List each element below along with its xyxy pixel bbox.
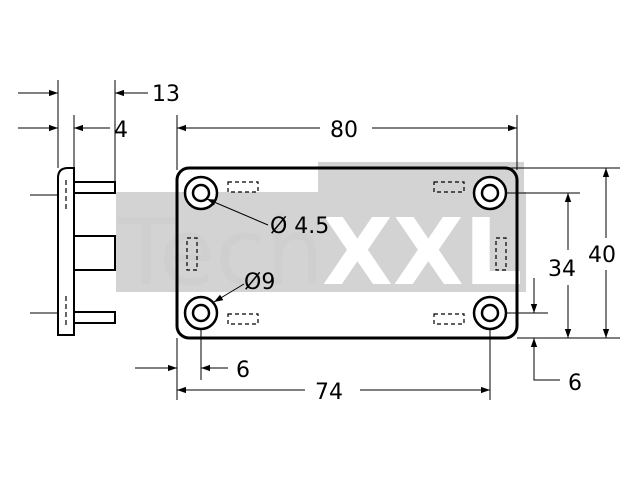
hole-top-left: [183, 175, 219, 211]
side-view: [30, 167, 116, 336]
dim-6y-bottom-arrow: [530, 338, 560, 381]
label-6-vertical: 6: [568, 371, 582, 396]
hole-top-right: [472, 175, 508, 211]
label-74: 74: [315, 380, 343, 405]
slot-top-right: [433, 181, 465, 193]
side-view-bottom-pin: [73, 311, 116, 324]
dimension-labels: 13 4 80 74 6 6 34 40 Ø 4.5 Ø9: [114, 82, 616, 405]
label-34: 34: [548, 257, 576, 282]
label-80: 80: [330, 118, 358, 143]
dimension-lines: [18, 80, 620, 400]
label-4: 4: [114, 118, 128, 143]
slot-bottom-left: [227, 313, 259, 325]
label-hole-large: Ø9: [244, 270, 275, 295]
watermark-prefix: Tech: [117, 199, 324, 306]
hidden-slots: [186, 181, 507, 325]
side-view-center-rib: [73, 235, 116, 271]
slot-bottom-right: [433, 313, 465, 325]
plate-outline: [175, 166, 519, 340]
side-view-top-pin: [73, 181, 116, 194]
watermark-suffix: XXL: [322, 199, 523, 306]
label-6-horizontal: 6: [236, 358, 250, 383]
leader-hole-small: [206, 198, 269, 226]
label-40: 40: [588, 243, 616, 268]
hole-bottom-right: [472, 295, 508, 331]
slot-top-left: [227, 181, 259, 193]
leader-hole-large: [213, 283, 245, 303]
label-13: 13: [152, 82, 180, 107]
label-hole-small: Ø 4.5: [270, 214, 329, 239]
hole-bottom-left: [183, 295, 219, 331]
side-view-cap: [57, 167, 75, 336]
